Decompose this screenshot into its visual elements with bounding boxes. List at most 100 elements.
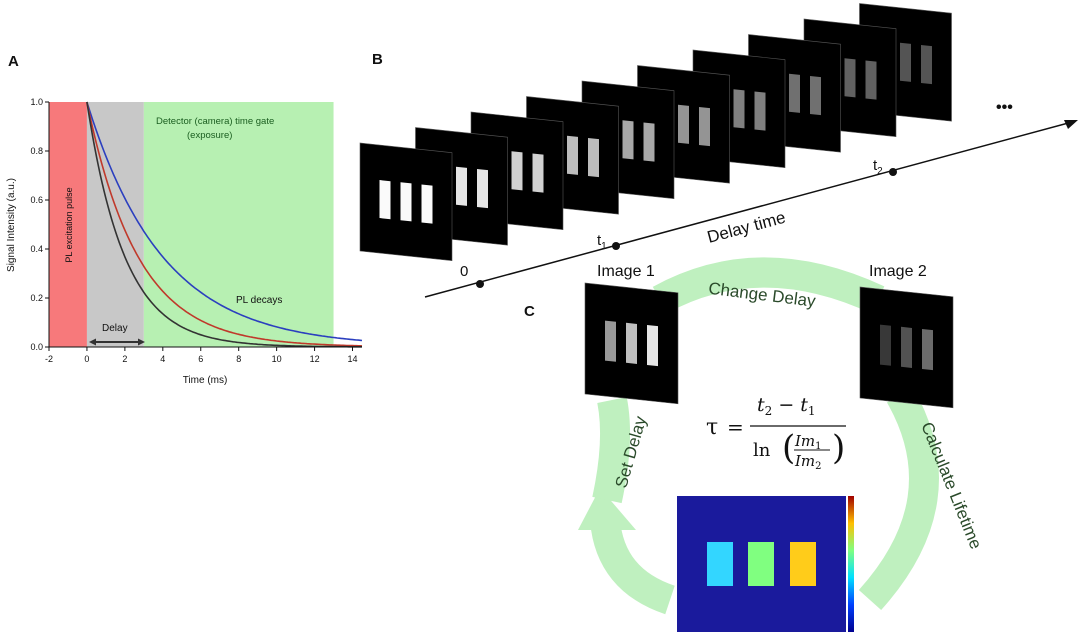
lifetime-map-bar-2 [748,542,774,586]
lifetime-map-bar-1 [707,542,733,586]
excitation-label: PL excitation pulse [64,187,74,262]
y-tick-label: 0.0 [30,342,43,352]
decay-curves [86,101,363,348]
zero-marker [476,280,484,288]
formula-paren-left: ( [782,428,795,468]
image-1-label: Image 1 [597,263,655,280]
x-tick-label: 2 [122,354,127,364]
frame-bar [880,324,891,366]
chart-regions [49,102,334,347]
formula-im2: Im2 [794,452,822,472]
frame-bar [678,104,689,144]
panel-c: C Image 1 Image 2 Change Delay Set Delay… [524,257,986,632]
delay-axis-arrowhead [1064,120,1078,129]
frame-bar [921,44,932,85]
set-delay-arrowhead [578,488,636,530]
frame-bar [643,122,655,162]
frame-bar [605,320,616,362]
set-delay-arc [590,518,676,615]
t1-marker [612,242,620,250]
image-2-label: Image 2 [869,263,927,280]
panel-label-c: C [524,303,535,320]
formula-equals: = [727,415,744,439]
lifetime-map-bar-3 [790,542,816,586]
frame-bar [421,184,433,224]
x-tick-label: 12 [310,354,320,364]
frame-bar [567,135,578,175]
frame-bar [532,153,544,193]
delay-time-label: Delay time [705,208,787,247]
x-tick-label: 10 [272,354,282,364]
y-tick-label: 1.0 [30,97,43,107]
time-gate-region [143,102,334,347]
frame-bar [622,120,634,160]
zero-label: 0 [460,263,468,280]
process-cycle-ring [578,257,939,615]
excitation-pulse-region [49,102,87,347]
frame-bar [810,75,821,116]
x-tick-label: 6 [198,354,203,364]
decay-curve-3 [86,101,362,348]
image-2-frame [859,286,954,409]
set-delay-arc-upper [592,397,631,504]
calculate-lifetime-arc [858,387,939,611]
chart-axes [48,102,362,348]
frame-bar [844,58,856,98]
frame-bar [754,91,766,131]
frame-bar [400,182,412,222]
y-tick-label: 0.8 [30,146,43,156]
frame-bar [511,151,523,191]
frame-bar [456,166,467,206]
y-axis-title: Signal Intensity (a.u.) [6,178,17,272]
t2-marker [889,168,897,176]
y-tick-label: 0.2 [30,293,43,303]
y-tick-label: 0.6 [30,195,43,205]
formula-tau: τ [706,415,718,440]
t1-label: t1 [597,232,607,252]
formula-paren-right: ) [832,428,845,468]
image-1-content [584,282,679,405]
delay-label: Delay [102,323,128,334]
frame-bar [588,137,599,178]
image-1-frame [584,282,679,405]
frame-bar [626,322,637,364]
decay-curve-2 [86,101,363,347]
frame-bar [865,60,877,100]
frame-bar [900,42,911,82]
change-delay-arc [652,257,885,314]
lifetime-formula: τ = t2 − t1 ln ( ) Im1 Im2 [706,394,846,472]
delay-frame-1 [359,142,453,262]
image-2-content [859,286,954,409]
lifetime-map [677,496,854,632]
panel-label-b: B [372,51,383,68]
continuation-ellipsis: ••• [996,99,1013,116]
formula-ln: ln [753,440,771,461]
lifetime-colorbar [848,496,854,632]
frame-bar [733,89,745,129]
x-tick-label: -2 [45,354,53,364]
frame-bar [922,329,933,371]
gate-label-line1: Detector (camera) time gate [156,116,274,127]
frame-bar [789,73,800,113]
panel-label-a: A [8,53,19,70]
frame-bar [477,168,488,209]
delay-arrow [89,338,145,346]
x-tick-label: 4 [160,354,165,364]
decay-curve-1 [86,101,363,342]
t2-label: t2 [873,157,883,177]
x-axis-title: Time (ms) [183,375,228,386]
y-ticks: 0.00.20.40.60.81.0 [30,97,49,352]
decays-label: PL decays [236,295,282,306]
image-frame-stack [359,3,952,262]
x-tick-label: 14 [348,354,358,364]
formula-numerator: t2 − t1 [757,394,816,418]
delay-axis-line [424,121,1073,298]
frame-bar [901,326,912,368]
frame-bar [647,325,658,367]
gate-label-line2: (exposure) [187,130,232,141]
frame-bar [379,180,391,220]
formula-im1: Im1 [794,432,822,452]
